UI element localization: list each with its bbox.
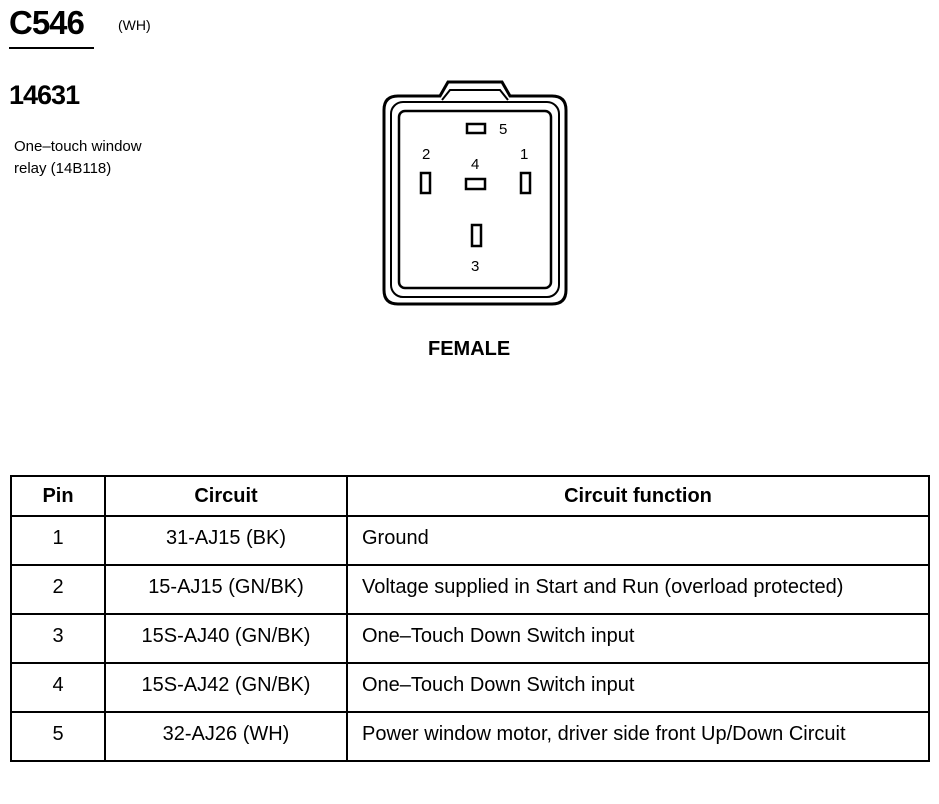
circuit-cell: 15-AJ15 (GN/BK)	[104, 564, 348, 615]
pin-4-terminal	[464, 177, 487, 191]
pin-cell: 1	[10, 515, 106, 566]
pin-cell: 5	[10, 711, 106, 762]
function-cell: Power window motor, driver side front Up…	[346, 711, 930, 762]
pin-2-label: 2	[422, 146, 430, 163]
description-line-2: relay (14B118)	[14, 160, 112, 177]
component-description: One–touch window relay (14B118)	[14, 136, 214, 180]
pin-cell: 3	[10, 613, 106, 664]
connector-housing-inner	[397, 109, 553, 290]
description-line-1: One–touch window	[14, 138, 142, 155]
connector-latch	[441, 89, 509, 101]
pin-table: Pin Circuit Circuit function 1 31-AJ15 (…	[10, 475, 930, 762]
table-row: 2 15-AJ15 (GN/BK) Voltage supplied in St…	[10, 564, 930, 615]
connector-housing-outer	[382, 80, 568, 306]
function-cell: Voltage supplied in Start and Run (overl…	[346, 564, 930, 615]
pin-5-terminal	[465, 122, 487, 135]
circuit-cell: 15S-AJ42 (GN/BK)	[104, 662, 348, 713]
connector-housing-middle	[390, 101, 560, 298]
pin-1-terminal	[519, 171, 532, 195]
function-cell: One–Touch Down Switch input	[346, 662, 930, 713]
pin-cell: 2	[10, 564, 106, 615]
connector-color: (WH)	[118, 17, 151, 33]
pin-3-terminal	[470, 223, 483, 248]
pin-3-label: 3	[471, 258, 479, 275]
table-row: 4 15S-AJ42 (GN/BK) One–Touch Down Switch…	[10, 662, 930, 713]
pin-table-header-row: Pin Circuit Circuit function	[10, 475, 930, 517]
pin-5-label: 5	[499, 121, 507, 138]
header-circuit: Circuit	[104, 475, 348, 517]
header-pin: Pin	[10, 475, 106, 517]
table-row: 3 15S-AJ40 (GN/BK) One–Touch Down Switch…	[10, 613, 930, 664]
function-cell: Ground	[346, 515, 930, 566]
circuit-cell: 32-AJ26 (WH)	[104, 711, 348, 762]
pin-1-label: 1	[520, 146, 528, 163]
pin-cell: 4	[10, 662, 106, 713]
table-row: 5 32-AJ26 (WH) Power window motor, drive…	[10, 711, 930, 762]
circuit-cell: 15S-AJ40 (GN/BK)	[104, 613, 348, 664]
connector-id-underline	[9, 47, 94, 49]
part-number: 14631	[9, 80, 80, 110]
header-circuit-function: Circuit function	[346, 475, 930, 517]
table-row: 1 31-AJ15 (BK) Ground	[10, 515, 930, 566]
connector-face-diagram: 5 2 4 1 3	[382, 80, 568, 306]
function-cell: One–Touch Down Switch input	[346, 613, 930, 664]
connector-view-label: FEMALE	[428, 338, 511, 360]
connector-id: C546	[9, 4, 85, 41]
pin-2-terminal	[419, 171, 432, 195]
circuit-cell: 31-AJ15 (BK)	[104, 515, 348, 566]
pin-4-label: 4	[471, 156, 479, 173]
